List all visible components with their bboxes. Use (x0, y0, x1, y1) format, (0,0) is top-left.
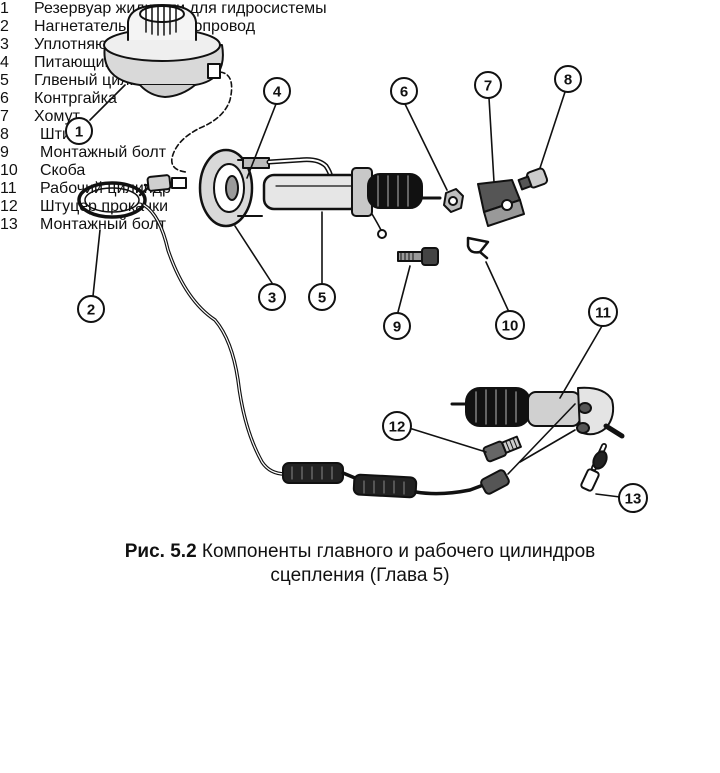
callout-10: 10 (495, 310, 525, 340)
callout-13: 13 (618, 483, 648, 513)
legend-item-number: 4 (0, 54, 9, 71)
legend-item-number: 12 (0, 198, 18, 215)
legend-item-label: Монтажный болт (40, 216, 167, 233)
figure-number: Рис. 5.2 (124, 541, 197, 562)
retaining-clip-part (466, 236, 490, 260)
slave-cylinder-part (450, 386, 625, 439)
bleed-nipple-part (482, 435, 522, 463)
legend-item-label: Хомут (34, 108, 80, 125)
legend-item-label: Контргайка (34, 90, 117, 107)
caption-text: Компоненты главного и рабочего цилиндров (196, 541, 596, 562)
callout-5: 5 (308, 283, 336, 311)
legend-item-number: 9 (0, 144, 9, 161)
pin-part (517, 167, 549, 191)
callout-number: 8 (564, 72, 572, 89)
callout-12: 12 (382, 411, 412, 441)
legend-item-number: 10 (0, 162, 18, 179)
legend-item-label: Скоба (40, 162, 86, 179)
slave-mounting-bolt-part (580, 443, 608, 492)
legend-item-number: 6 (0, 90, 9, 107)
callout-8: 8 (554, 65, 582, 93)
leader-lines (89, 84, 621, 498)
callout-7: 7 (474, 71, 502, 99)
legend-item-number: 2 (0, 18, 9, 35)
callout-6: 6 (390, 77, 418, 105)
callout-number: 3 (268, 290, 276, 307)
figure-caption: Рис. 5.2 Компоненты главного и рабочего … (0, 540, 720, 588)
legend-item: 7 Хомут (0, 108, 470, 126)
callout-number: 5 (318, 290, 326, 307)
callout-number: 4 (273, 84, 282, 101)
callout-9: 9 (383, 312, 411, 340)
clutch-components-diagram: 1 2 3 4 5 6 7 8 9 10 11 12 13 (65, 4, 648, 513)
clevis-part (477, 179, 525, 227)
locknut-part (443, 188, 464, 213)
callout-number: 13 (625, 491, 642, 508)
sealing-ring-part (198, 148, 263, 228)
callout-2: 2 (77, 295, 105, 323)
legend-item-number: 1 (0, 0, 9, 17)
callout-number: 7 (484, 78, 492, 95)
mounting-bolt-part (397, 247, 439, 266)
legend-item-number: 8 (0, 126, 9, 143)
callout-number: 2 (87, 302, 95, 319)
legend-item: 13 Монтажный болт (0, 216, 226, 234)
legend-item: 6 Контргайка (0, 90, 470, 108)
callout-number: 10 (502, 318, 519, 335)
callout-3: 3 (258, 283, 286, 311)
pressure-pipe-part (77, 174, 510, 499)
callout-number: 11 (595, 305, 611, 322)
legend-item: 10 Скоба (0, 162, 226, 180)
callout-11: 11 (588, 297, 618, 327)
legend-item-number: 7 (0, 108, 9, 125)
callout-1: 1 (65, 117, 93, 145)
callout-number: 9 (393, 319, 401, 336)
legend-item-number: 11 (0, 180, 17, 197)
master-cylinder-part (262, 167, 442, 239)
legend-item-label: Монтажный болт (40, 144, 167, 161)
legend-item-number: 3 (0, 36, 9, 53)
callout-number: 6 (400, 84, 408, 101)
callout-number: 1 (75, 124, 83, 141)
caption-line-2: сцепления (Глава 5) (270, 565, 450, 586)
callout-4: 4 (263, 77, 291, 105)
callout-number: 12 (389, 419, 406, 436)
caption-line-1: Рис. 5.2 Компоненты главного и рабочего … (0, 540, 720, 564)
legend-item: 9 Монтажный болт (0, 144, 226, 162)
reservoir-part (103, 4, 233, 173)
legend-item-number: 13 (0, 216, 18, 233)
legend-item-number: 5 (0, 72, 9, 89)
